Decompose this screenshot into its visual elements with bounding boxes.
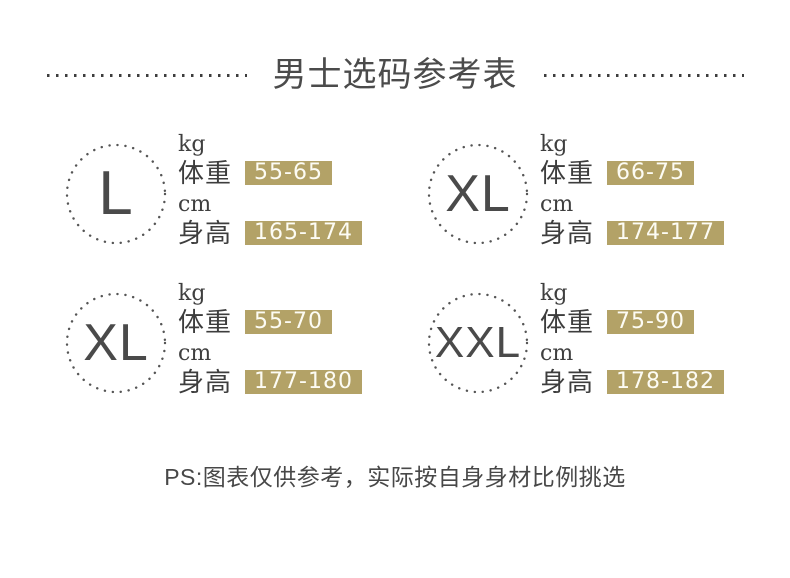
weight-value-badge: 55-70 <box>245 309 332 334</box>
size-entry-xl-bottom: XL kg 体重 55-70 cm 身高 177-180 <box>65 283 395 395</box>
weight-row: 体重 75-90 <box>540 308 757 335</box>
weight-value-badge: 55-65 <box>245 160 332 185</box>
size-entry-xl-top: XL kg 体重 66-75 cm 身高 174-177 <box>427 134 757 246</box>
weight-unit-label: kg <box>540 132 568 157</box>
height-row: 身高 177-180 <box>178 368 395 395</box>
size-info: kg 体重 55-65 cm 身高 165-174 <box>178 134 395 249</box>
weight-label: 体重 <box>178 306 233 337</box>
title-dotted-line-left <box>46 73 247 77</box>
dotted-circle-icon <box>65 143 167 245</box>
weight-label: 体重 <box>540 306 595 337</box>
height-label: 身高 <box>540 366 595 397</box>
title-dotted-line-right <box>543 73 744 77</box>
weight-unit-label: kg <box>178 281 206 306</box>
header: 男士选码参考表 <box>0 54 790 96</box>
size-letter: XXL <box>434 318 522 367</box>
weight-value-badge: 75-90 <box>607 309 694 334</box>
height-value-badge: 165-174 <box>245 220 362 245</box>
size-info: kg 体重 75-90 cm 身高 178-182 <box>540 283 757 398</box>
weight-unit-label: kg <box>540 281 568 306</box>
height-label: 身高 <box>540 217 595 248</box>
size-circle: XL <box>65 292 167 394</box>
size-circle: XXL <box>427 292 529 394</box>
disclaimer-note: PS:图表仅供参考，实际按自身身材比例挑选 <box>164 464 626 490</box>
height-value-badge: 174-177 <box>607 220 724 245</box>
size-entry-l: L kg 体重 55-65 cm 身高 165-174 <box>65 134 395 246</box>
page-title: 男士选码参考表 <box>272 56 518 94</box>
height-unit-label: cm <box>178 341 212 366</box>
dotted-circle-icon <box>427 143 529 245</box>
height-row: 身高 178-182 <box>540 368 757 395</box>
height-label: 身高 <box>178 217 233 248</box>
size-circle: L <box>65 143 167 245</box>
weight-row: 体重 66-75 <box>540 159 757 186</box>
size-circle: XL <box>427 143 529 245</box>
weight-row: 体重 55-65 <box>178 159 395 186</box>
height-unit-label: cm <box>540 192 574 217</box>
dotted-circle-icon <box>65 292 167 394</box>
height-unit-label: cm <box>540 341 574 366</box>
dotted-circle-icon <box>427 292 529 394</box>
height-row: 身高 174-177 <box>540 219 757 246</box>
weight-label: 体重 <box>540 157 595 188</box>
weight-value-badge: 66-75 <box>607 160 694 185</box>
height-row: 身高 165-174 <box>178 219 395 246</box>
weight-label: 体重 <box>178 157 233 188</box>
height-unit-label: cm <box>178 192 212 217</box>
weight-unit-label: kg <box>178 132 206 157</box>
size-letter: XL <box>83 314 149 372</box>
weight-row: 体重 55-70 <box>178 308 395 335</box>
size-letter: XL <box>445 165 511 223</box>
size-info: kg 体重 55-70 cm 身高 177-180 <box>178 283 395 398</box>
size-entry-xxl: XXL kg 体重 75-90 cm 身高 178-182 <box>427 283 757 395</box>
height-label: 身高 <box>178 366 233 397</box>
height-value-badge: 178-182 <box>607 369 724 394</box>
height-value-badge: 177-180 <box>245 369 362 394</box>
size-letter: L <box>98 159 134 228</box>
size-info: kg 体重 66-75 cm 身高 174-177 <box>540 134 757 249</box>
footer: PS:图表仅供参考，实际按自身身材比例挑选 <box>0 463 790 491</box>
